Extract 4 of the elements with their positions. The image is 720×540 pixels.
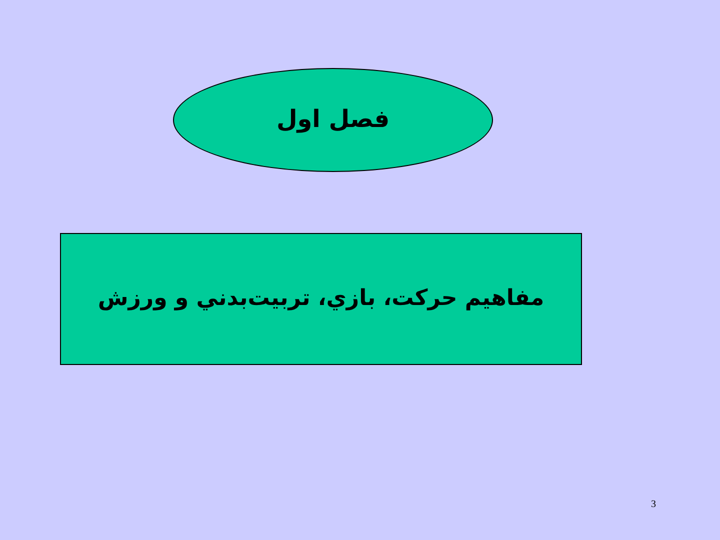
node-text: فصل اول [276,104,390,136]
topic-box [60,233,582,365]
node-text: مفاهيم حركت، بازي، تربيت‌بدني و ورزش [98,284,544,313]
page-number: 3 [651,499,656,510]
